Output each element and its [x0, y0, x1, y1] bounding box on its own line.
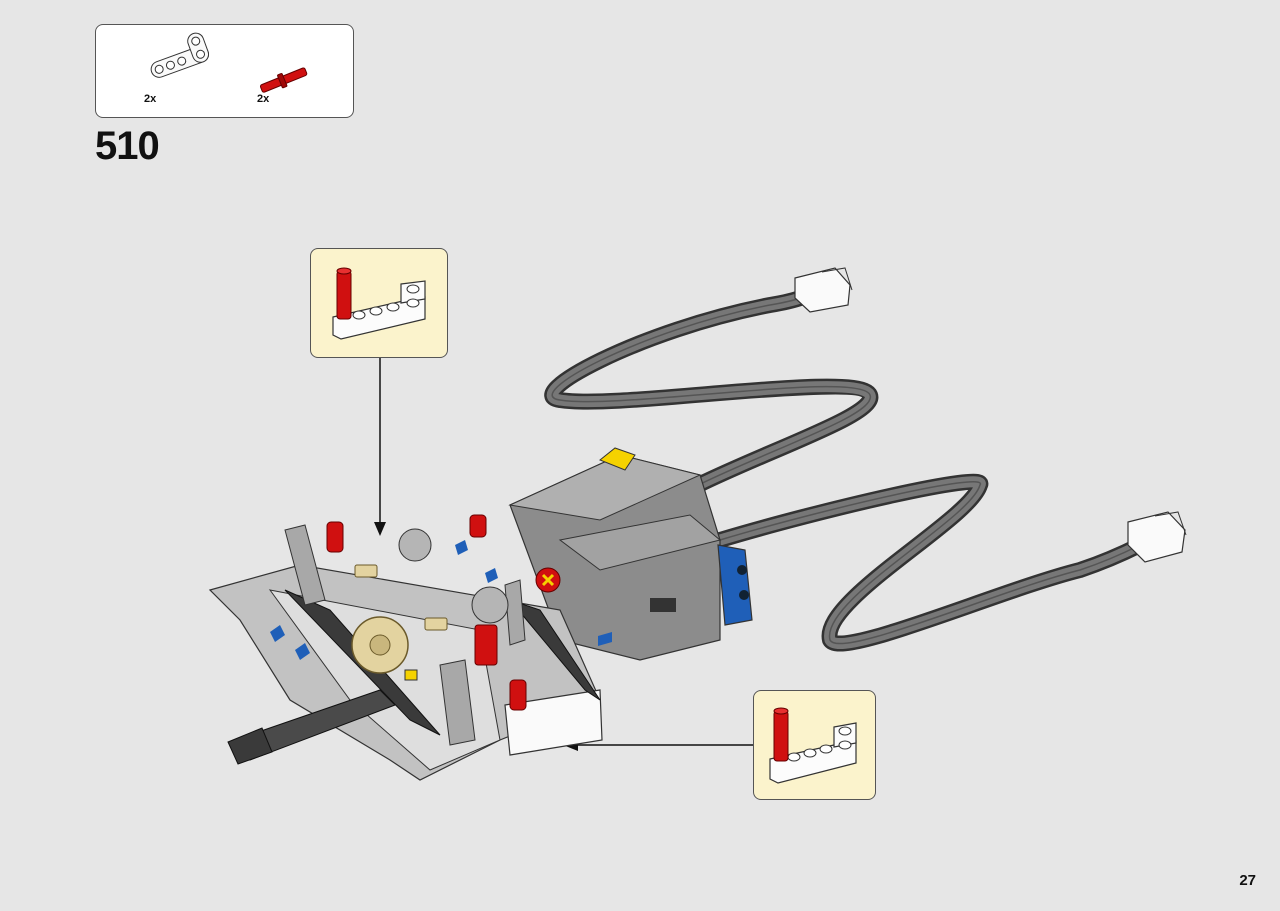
part-count-label: 2x: [257, 93, 270, 105]
callout-pin-liftarm-icon: [332, 267, 426, 340]
white-l-liftarm-icon: [150, 32, 210, 78]
red-axle-pin-icon: [259, 67, 308, 93]
part-count-label: 2x: [144, 93, 157, 105]
cable-connector-icon: [1127, 511, 1187, 563]
callout-box: [753, 690, 876, 800]
page-number: 27: [1239, 872, 1256, 889]
cable-connector-icon: [794, 267, 853, 313]
parts-list-box: 2x 2x: [95, 24, 354, 118]
callout-box: [310, 248, 448, 358]
step-number: 510: [95, 124, 160, 168]
callout-pin-liftarm-icon: [769, 707, 857, 784]
